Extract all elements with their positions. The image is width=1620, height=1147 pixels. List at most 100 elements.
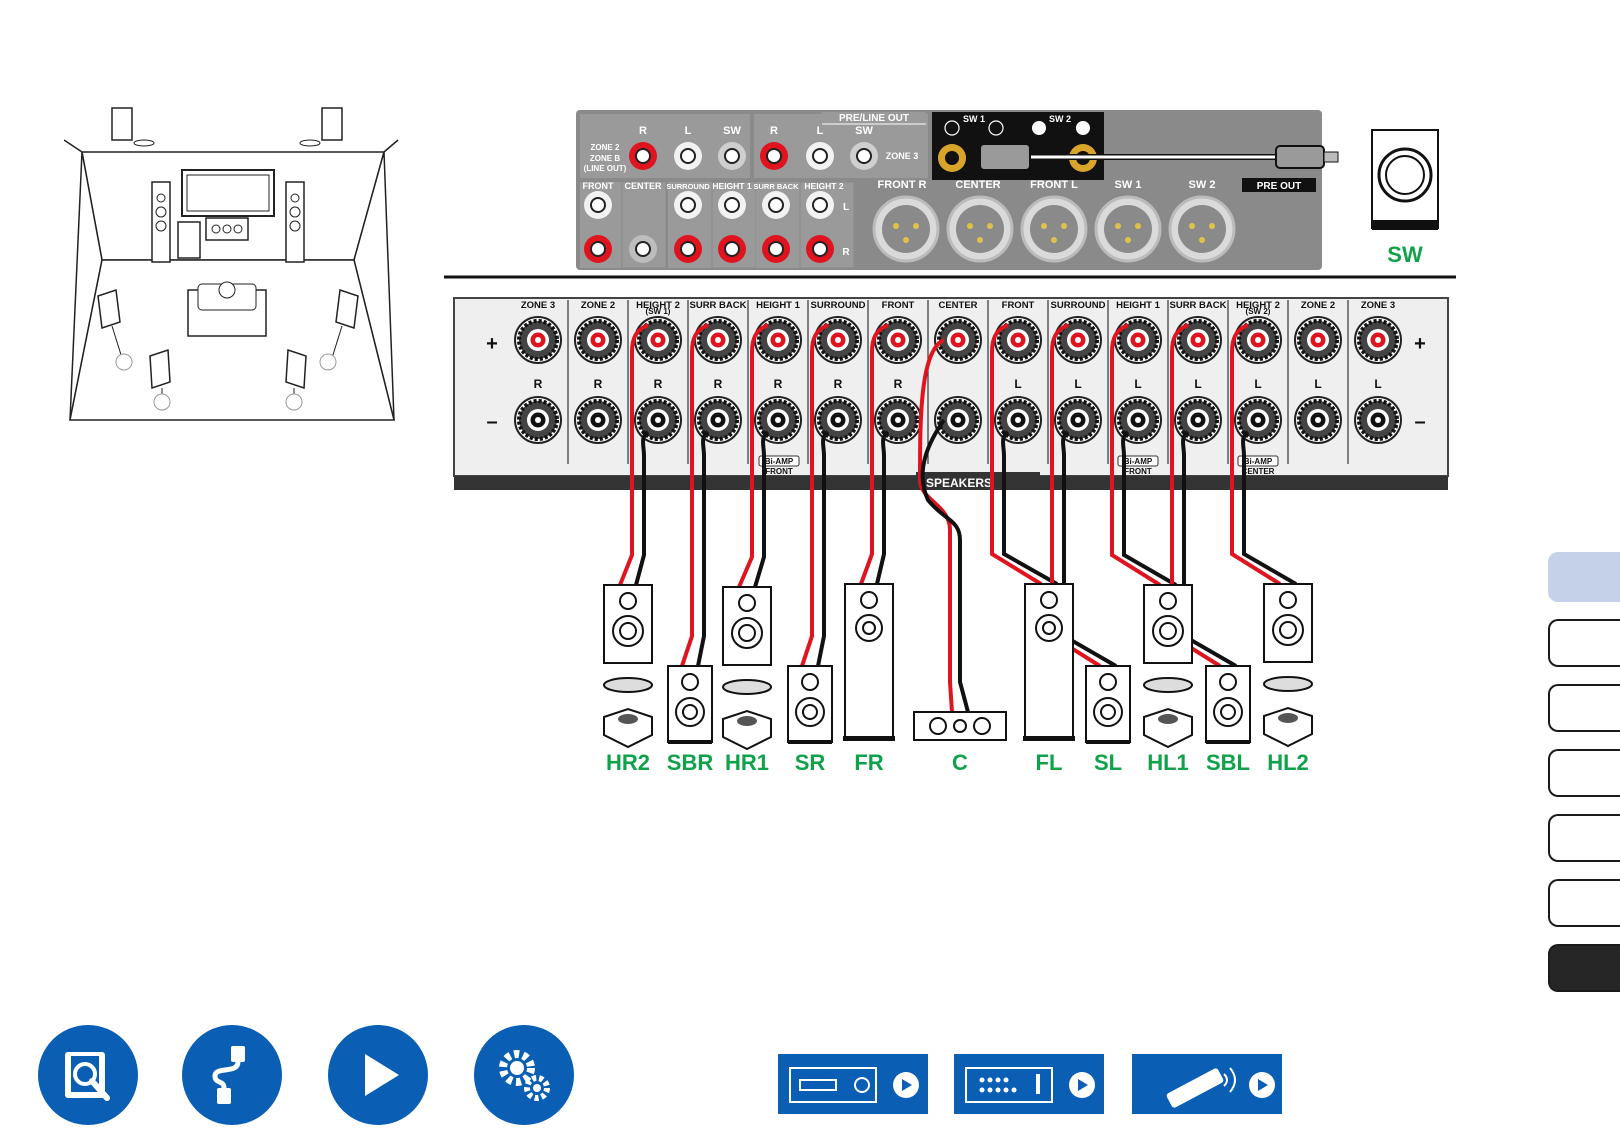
minus-label-left: – xyxy=(486,411,497,433)
wire-negative xyxy=(1241,430,1297,586)
speaker-label: C xyxy=(952,750,968,775)
plus-label-right: + xyxy=(1414,333,1426,355)
terminal-plus[interactable] xyxy=(754,316,802,364)
terminal-minus[interactable] xyxy=(814,396,862,444)
wire-negative xyxy=(920,418,970,713)
terminal-plus[interactable] xyxy=(514,316,562,364)
terminal-minus[interactable] xyxy=(934,396,982,444)
xlr-label-5: SW 2 xyxy=(1189,179,1216,191)
connection-icon[interactable] xyxy=(182,1025,282,1125)
terminal-minus[interactable] xyxy=(1354,396,1402,444)
terminal-channel-letter: R xyxy=(654,377,663,391)
terminal-plus[interactable] xyxy=(874,316,922,364)
speaker-label: SBR xyxy=(667,750,714,775)
sw2-label: SW 2 xyxy=(1049,114,1071,124)
biamp-badge-2: Bi-AMP FRONT xyxy=(1117,455,1159,476)
terminal-minus[interactable] xyxy=(994,396,1042,444)
terminal-channel-letter: R xyxy=(714,377,723,391)
rca-top-label-3: SW xyxy=(723,125,741,137)
wire-positive xyxy=(680,323,709,667)
zone2-label-line1: ZONE 2 xyxy=(591,143,620,152)
terminal-plus[interactable] xyxy=(1234,316,1282,364)
terminal-plus[interactable] xyxy=(634,316,682,364)
speaker-label: SR xyxy=(795,750,826,775)
chapter-tab-7[interactable] xyxy=(1548,944,1620,992)
terminal-plus[interactable] xyxy=(1054,316,1102,364)
terminal-minus[interactable] xyxy=(1114,396,1162,444)
terminal-minus[interactable] xyxy=(634,396,682,444)
terminal-top-label: ZONE 2 xyxy=(581,300,615,311)
setup-icon[interactable] xyxy=(474,1025,574,1125)
terminal-channel-letter: L xyxy=(1074,377,1081,391)
terminal-channel-letter: L xyxy=(1134,377,1141,391)
manual-icon[interactable] xyxy=(38,1025,138,1125)
speaker-tower-icon xyxy=(1023,583,1075,741)
terminal-minus[interactable] xyxy=(1234,396,1282,444)
speaker-surr-icon xyxy=(667,665,713,744)
remote-control-icon[interactable] xyxy=(1132,1054,1282,1114)
speaker-height-icon xyxy=(1143,584,1193,749)
chapter-tab-1[interactable] xyxy=(1548,552,1620,602)
wire-negative xyxy=(875,430,890,585)
terminal-plus[interactable] xyxy=(1174,316,1222,364)
speaker-surr-icon xyxy=(1085,665,1131,744)
terminal-top-label: ZONE 3 xyxy=(1361,300,1395,311)
rca-top-label-2: L xyxy=(685,125,692,137)
wire-positive xyxy=(859,323,889,585)
terminal-minus[interactable] xyxy=(574,396,622,444)
rca-bottom-label-3: SURROUND xyxy=(666,182,710,191)
terminal-plus[interactable] xyxy=(694,316,742,364)
terminal-plus[interactable] xyxy=(1114,316,1162,364)
terminal-minus[interactable] xyxy=(874,396,922,444)
terminal-plus[interactable] xyxy=(574,316,622,364)
terminal-plus[interactable] xyxy=(1354,316,1402,364)
terminal-minus[interactable] xyxy=(1294,396,1342,444)
terminal-top-label: HEIGHT 1 xyxy=(1116,300,1161,311)
terminal-minus[interactable] xyxy=(754,396,802,444)
speaker-icons xyxy=(603,583,1313,751)
biamp-target-2: FRONT xyxy=(1124,467,1152,476)
terminal-minus[interactable] xyxy=(1054,396,1102,444)
chapter-tab-3[interactable] xyxy=(1548,684,1620,732)
terminal-top-label: HEIGHT 2 xyxy=(636,300,680,311)
subwoofer-label: SW xyxy=(1387,242,1423,267)
speaker-label: HL1 xyxy=(1147,750,1189,775)
terminal-plus[interactable] xyxy=(994,316,1042,364)
wire-negative xyxy=(634,430,650,586)
terminal-top-label: HEIGHT 1 xyxy=(756,300,801,311)
terminal-channel-letter: R xyxy=(534,377,543,391)
wire-negative xyxy=(1061,430,1117,668)
terminal-plus[interactable] xyxy=(934,316,982,364)
chapter-tab-2[interactable] xyxy=(1548,619,1620,667)
biamp-label-3: Bi-AMP xyxy=(1244,457,1273,466)
speaker-label: FR xyxy=(854,750,883,775)
terminal-plus[interactable] xyxy=(1294,316,1342,364)
rca-bottom-label-5: SURR BACK xyxy=(754,182,800,191)
chapter-tab-4[interactable] xyxy=(1548,749,1620,797)
terminal-top-label: ZONE 2 xyxy=(1301,300,1335,311)
speaker-center-icon xyxy=(913,711,1007,741)
terminal-top-label: FRONT xyxy=(882,300,915,311)
terminal-minus[interactable] xyxy=(1174,396,1222,444)
zone3-label: ZONE 3 xyxy=(886,151,919,161)
terminal-plus[interactable] xyxy=(814,316,862,364)
wire-negative xyxy=(696,430,710,667)
terminal-minus[interactable] xyxy=(514,396,562,444)
terminal-minus[interactable] xyxy=(694,396,742,444)
chapter-tab-5[interactable] xyxy=(1548,814,1620,862)
speaker-label: FL xyxy=(1036,750,1063,775)
chapter-tab-6[interactable] xyxy=(1548,879,1620,927)
playback-icon[interactable] xyxy=(328,1025,428,1125)
speaker-label: HR2 xyxy=(606,750,650,775)
terminal-channel-letter: L xyxy=(1374,377,1381,391)
rca-top-label-4: R xyxy=(770,125,778,137)
wire-positive xyxy=(737,323,769,588)
pre-out-label: PRE OUT xyxy=(1257,181,1301,192)
receiver-rear-icon[interactable] xyxy=(954,1054,1104,1114)
xlr-label-1: FRONT R xyxy=(878,179,927,191)
rca-bottom-label-1: FRONT xyxy=(583,181,614,191)
receiver-front-icon[interactable] xyxy=(778,1054,928,1114)
terminal-top-label: SURROUND xyxy=(811,300,866,311)
terminal-channel-letter: R xyxy=(834,377,843,391)
